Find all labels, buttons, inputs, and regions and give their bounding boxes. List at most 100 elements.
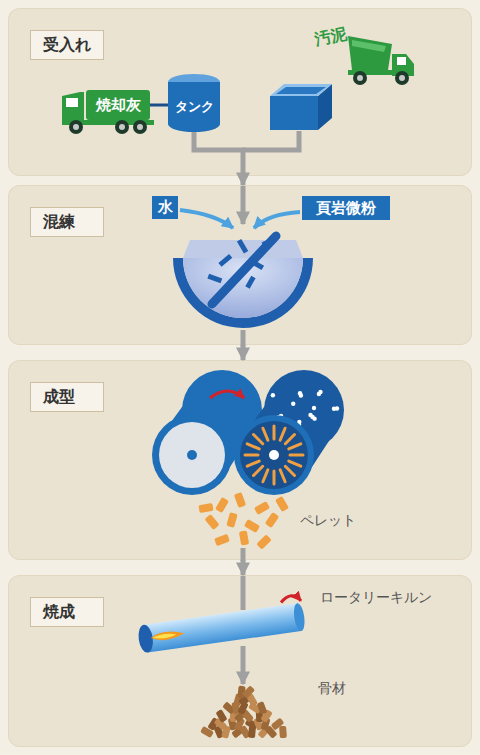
forming-rollers [273, 426, 276, 439]
dump-truck [353, 71, 367, 85]
flow-connector [150, 104, 168, 107]
mixer [173, 236, 313, 328]
aggregate-pile [242, 685, 255, 698]
forming-rollers [285, 434, 294, 443]
input-box: 頁岩微粉 [302, 196, 390, 220]
pellets [239, 530, 249, 545]
truck-cargo-box: 焼却灰 [86, 90, 150, 120]
rotary-kiln [280, 595, 301, 604]
forming-rollers [308, 413, 312, 417]
box-text: 汚泥 [314, 25, 349, 49]
tank-top [168, 74, 220, 90]
aggregate-pile [215, 709, 227, 723]
forming-rollers [210, 391, 244, 398]
flow-line [241, 576, 246, 610]
forming-rollers [271, 393, 275, 397]
shale-arrow [254, 212, 300, 228]
forming-rollers [234, 415, 314, 495]
flow-connector [241, 560, 246, 575]
forming-rollers [245, 454, 258, 457]
dump-truck [395, 71, 409, 85]
dump-truck [399, 75, 405, 81]
forming-rollers [245, 426, 303, 484]
pellets [254, 501, 270, 515]
tank-truck [69, 120, 83, 134]
rotary-kiln [136, 594, 306, 653]
part-label: ロータリーキルン [320, 589, 432, 607]
tank-truck [66, 98, 78, 107]
rotary-kiln [137, 624, 155, 654]
forming-rollers [317, 392, 321, 396]
pellets [215, 497, 229, 513]
tank-truck [133, 120, 147, 134]
aggregate-pile [279, 726, 287, 738]
step-heading: 成型 [30, 382, 104, 412]
forming-rollers [289, 461, 301, 466]
box-text: 水 [158, 199, 173, 216]
pellets [234, 492, 246, 508]
part-label: ペレット [300, 512, 356, 530]
mixer [249, 259, 264, 270]
rotary-kiln [152, 632, 176, 639]
dump-truck [348, 36, 392, 70]
pellets [244, 519, 260, 533]
forming-rollers [247, 461, 259, 466]
flow-connector [241, 345, 246, 360]
flow-line [241, 646, 246, 684]
pellets [275, 496, 289, 512]
mixer [262, 238, 275, 247]
pellets [265, 512, 280, 528]
dump-truck [352, 40, 386, 52]
hopper [270, 84, 332, 96]
forming-rollers [159, 422, 225, 488]
forming-rollers [152, 415, 232, 495]
forming-rollers [187, 450, 197, 460]
rotary-kiln [144, 603, 301, 652]
box-text: タンク [175, 100, 214, 114]
sludge-truck-label: 汚泥 [308, 20, 354, 54]
pellets [214, 534, 230, 546]
forming-rollers [280, 470, 285, 482]
forming-rollers [247, 444, 259, 449]
forming-rollers [263, 428, 268, 440]
pellets [256, 534, 272, 550]
dump-truck [348, 36, 414, 85]
rotary-kiln [292, 603, 306, 632]
tank-truck [115, 120, 129, 134]
forming-rollers [263, 470, 268, 482]
mixer [212, 236, 276, 304]
step-heading: 混練 [30, 207, 104, 237]
rotary-kiln [150, 629, 185, 642]
mixer [218, 254, 232, 267]
pellets [198, 503, 213, 513]
tank-truck [62, 92, 84, 124]
forming-rollers [269, 450, 279, 460]
tank-truck [137, 124, 143, 130]
forming-rollers [285, 466, 294, 475]
mixer [237, 239, 248, 254]
dump-truck [397, 57, 406, 65]
tank-truck [62, 92, 154, 134]
forming-rollers [240, 421, 308, 489]
step-heading: 焼成 [30, 597, 104, 627]
step-heading: 受入れ [30, 30, 104, 60]
tank-truck [119, 124, 125, 130]
forming-rollers [253, 434, 262, 443]
pellets [204, 514, 219, 530]
forming-rollers [332, 407, 336, 411]
forming-rollers [253, 466, 262, 475]
hopper [276, 87, 326, 94]
box-text: 焼却灰 [96, 97, 141, 114]
aggregate-pile [257, 701, 268, 715]
mixer [207, 274, 222, 283]
feed-line [243, 131, 299, 150]
forming-rollers [273, 471, 276, 484]
hopper [270, 96, 318, 130]
flow-line [241, 330, 246, 346]
tank: タンク [168, 82, 220, 132]
flow-connector [194, 132, 243, 185]
forming-rollers [280, 428, 285, 440]
aggregate-pile [271, 718, 285, 731]
